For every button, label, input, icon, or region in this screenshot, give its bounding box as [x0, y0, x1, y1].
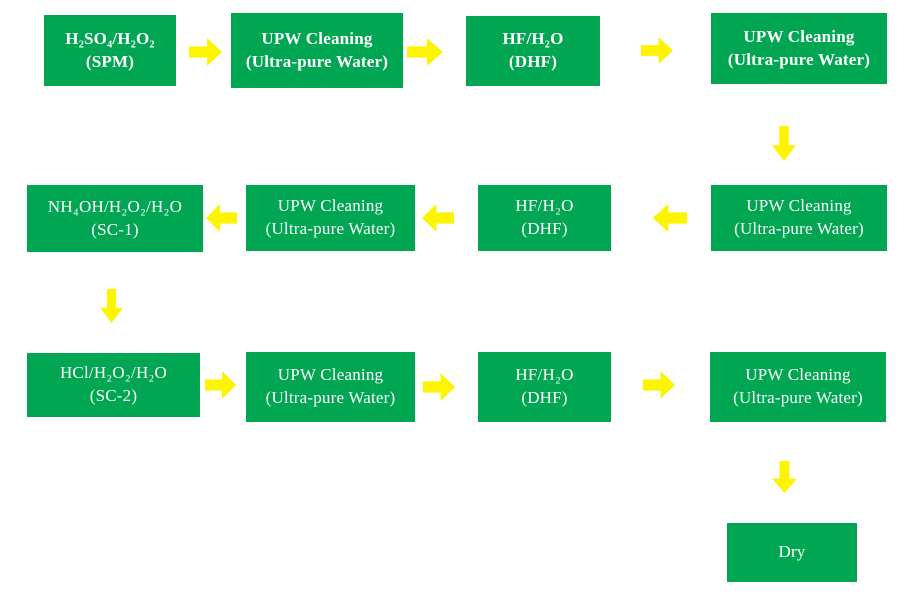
node-upw-2: UPW Cleaning (Ultra-pure Water)	[711, 13, 887, 84]
arrow-left-icon	[422, 204, 454, 232]
node-upw-2-label: UPW Cleaning	[743, 26, 855, 46]
arrow-left-icon	[206, 204, 237, 232]
node-upw-1-label: UPW Cleaning	[261, 28, 373, 48]
node-dhf-2: HF/H₂O (DHF)	[478, 185, 611, 251]
node-dry: Dry	[727, 523, 857, 582]
node-sc-1: NH₄OH/H₂O₂/H₂O (SC-1)	[27, 185, 203, 252]
arrow-right-icon	[189, 38, 222, 66]
node-dhf-3: HF/H₂O (DHF)	[478, 352, 611, 422]
node-upw-3-sublabel: (Ultra-pure Water)	[734, 219, 864, 238]
node-sc-1-sublabel: (SC-1)	[91, 219, 139, 239]
node-upw-1: UPW Cleaning (Ultra-pure Water)	[231, 13, 403, 88]
arrow-right-icon	[643, 371, 675, 399]
node-upw-2-sublabel: (Ultra-pure Water)	[727, 49, 871, 69]
arrow-right-icon	[423, 373, 455, 401]
node-spm-label: H₂SO₄/H₂O₂	[65, 28, 155, 48]
node-dhf-3-label: HF/H₂O	[515, 365, 574, 385]
arrow-right-icon	[205, 371, 236, 399]
arrow-down-icon	[772, 461, 797, 493]
arrow-right-icon	[407, 38, 443, 66]
node-upw-5-sublabel: (Ultra-pure Water)	[265, 388, 396, 407]
node-spm: H₂SO₄/H₂O₂ (SPM)	[44, 15, 176, 86]
node-upw-6: UPW Cleaning (Ultra-pure Water)	[710, 352, 886, 422]
node-spm-sublabel: (SPM)	[85, 51, 135, 71]
node-sc-1-label: NH₄OH/H₂O₂/H₂O	[47, 196, 183, 216]
node-upw-5-label: UPW Cleaning	[277, 365, 384, 385]
arrow-down-icon	[100, 289, 123, 323]
node-upw-4: UPW Cleaning (Ultra-pure Water)	[246, 185, 415, 251]
node-upw-5: UPW Cleaning (Ultra-pure Water)	[246, 352, 415, 422]
node-dhf-2-sublabel: (DHF)	[521, 219, 568, 238]
node-dhf-1-label: HF/H₂O	[502, 29, 564, 49]
node-upw-6-sublabel: (Ultra-pure Water)	[733, 388, 863, 407]
node-dry-label: Dry	[778, 542, 806, 562]
node-sc-2-label: HCl/H₂O₂/H₂O	[59, 363, 168, 383]
arrow-left-icon	[653, 204, 687, 232]
node-upw-4-label: UPW Cleaning	[277, 196, 384, 216]
node-dhf-3-sublabel: (DHF)	[521, 388, 568, 407]
node-dhf-2-label: HF/H₂O	[515, 196, 574, 216]
node-upw-6-label: UPW Cleaning	[745, 365, 851, 385]
node-dhf-1-sublabel: (DHF)	[508, 52, 558, 71]
arrow-right-icon	[641, 37, 673, 64]
arrow-down-icon	[772, 126, 796, 161]
node-upw-4-sublabel: (Ultra-pure Water)	[265, 219, 396, 238]
node-sc-2: HCl/H₂O₂/H₂O (SC-2)	[27, 353, 200, 417]
node-sc-2-sublabel: (SC-2)	[89, 386, 138, 405]
node-dhf-1: HF/H₂O (DHF)	[466, 16, 600, 86]
node-upw-1-sublabel: (Ultra-pure Water)	[245, 51, 389, 71]
node-upw-3-label: UPW Cleaning	[746, 196, 852, 216]
node-upw-3: UPW Cleaning (Ultra-pure Water)	[711, 185, 887, 251]
